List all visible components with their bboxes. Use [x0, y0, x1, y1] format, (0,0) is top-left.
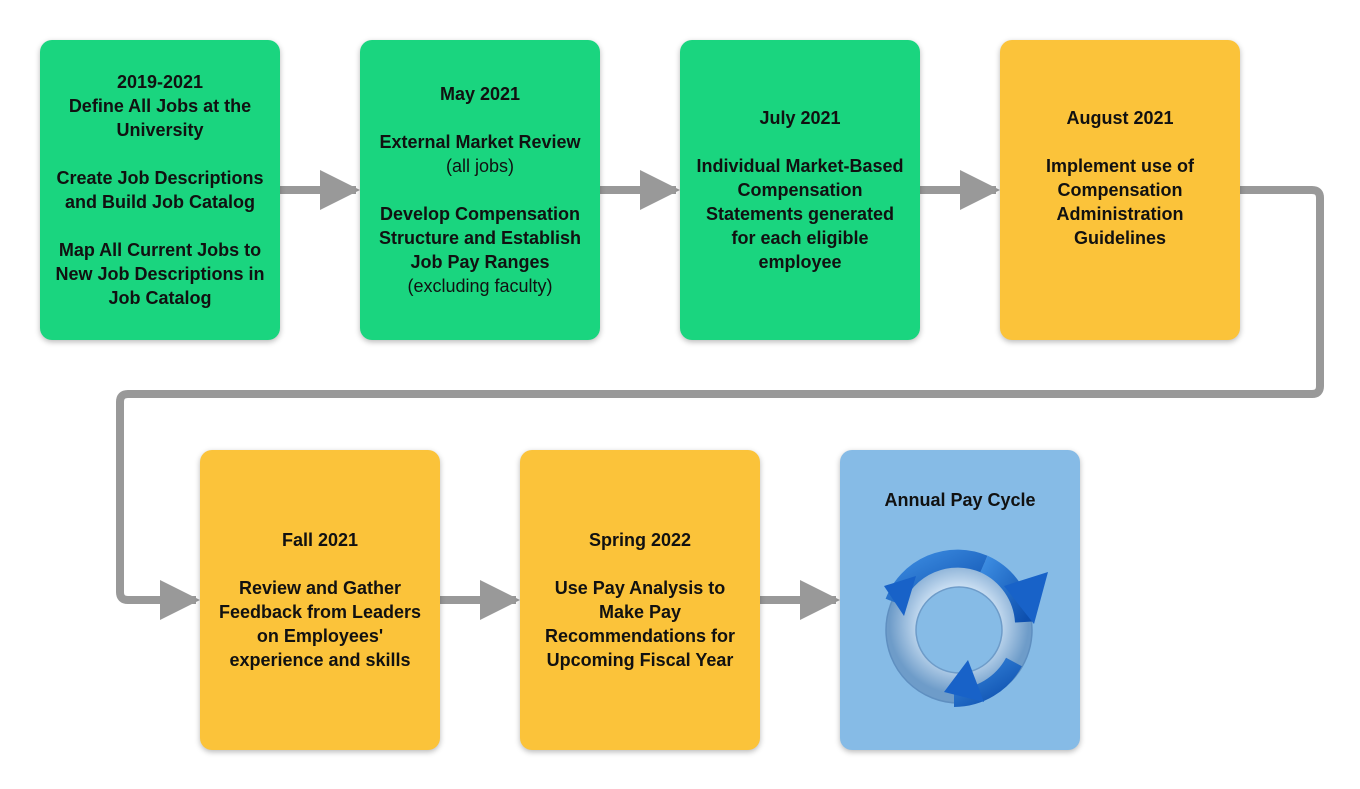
- step-text-line: Compensation: [1057, 180, 1183, 200]
- step-text-line: Implement use of: [1045, 156, 1195, 176]
- step-text-line: on Employees': [256, 626, 384, 646]
- step-text-line: New Job Descriptions in: [55, 264, 265, 284]
- step-text-line: Define All Jobs at the: [68, 96, 252, 116]
- arrow-4-to-5: [116, 186, 1324, 620]
- step-text-line: Individual Market-Based: [696, 156, 904, 176]
- step-period: Spring 2022: [588, 530, 692, 550]
- step-period: August 2021: [1066, 108, 1174, 128]
- step-period: May 2021: [439, 84, 521, 104]
- step-text-line: Feedback from Leaders: [218, 602, 422, 622]
- step-text-line: Upcoming Fiscal Year: [546, 650, 734, 670]
- step-text-line: for each eligible: [731, 228, 869, 248]
- step-heading: Job Pay Ranges: [410, 252, 550, 272]
- step-period: July 2021: [759, 108, 841, 128]
- step-text-line: Create Job Descriptions: [56, 168, 264, 188]
- step-box-august-2021: August 2021 Implement use of Compensatio…: [1000, 40, 1240, 340]
- step-text-line: Review and Gather: [238, 578, 402, 598]
- step-text-line: Administration: [1056, 204, 1184, 224]
- step-heading: External Market Review: [379, 132, 581, 152]
- step-period: 2019-2021: [116, 72, 204, 92]
- step-title: Annual Pay Cycle: [884, 490, 1036, 510]
- step-box-may-2021: May 2021 External Market Review (all job…: [360, 40, 600, 340]
- step-heading: Structure and Establish: [378, 228, 582, 248]
- step-text-line: Make Pay: [598, 602, 682, 622]
- step-text-line: experience and skills: [229, 650, 411, 670]
- step-text-line: employee: [758, 252, 842, 272]
- step-text-line: Statements generated: [705, 204, 895, 224]
- step-text-line: Recommendations for: [544, 626, 736, 646]
- step-note: (excluding faculty): [407, 276, 553, 296]
- step-text-line: and Build Job Catalog: [64, 192, 255, 212]
- step-text-line: Compensation: [737, 180, 863, 200]
- step-text-line: University: [116, 120, 204, 140]
- step-box-2019-2021: 2019-2021 Define All Jobs at the Univers…: [40, 40, 280, 340]
- step-box-fall-2021: Fall 2021 Review and Gather Feedback fro…: [200, 450, 440, 750]
- circular-arrows-icon: [864, 542, 1054, 712]
- step-box-spring-2022: Spring 2022 Use Pay Analysis to Make Pay…: [520, 450, 760, 750]
- step-period: Fall 2021: [281, 530, 359, 550]
- step-text-line: Guidelines: [1073, 228, 1167, 248]
- step-heading: Develop Compensation: [379, 204, 581, 224]
- step-note: (all jobs): [445, 156, 515, 176]
- step-box-annual-pay-cycle: Annual Pay Cycle: [840, 450, 1080, 750]
- step-text-line: Use Pay Analysis to: [554, 578, 726, 598]
- step-text-line: Job Catalog: [108, 288, 212, 308]
- step-box-july-2021: July 2021 Individual Market-Based Compen…: [680, 40, 920, 340]
- step-text-line: Map All Current Jobs to: [58, 240, 262, 260]
